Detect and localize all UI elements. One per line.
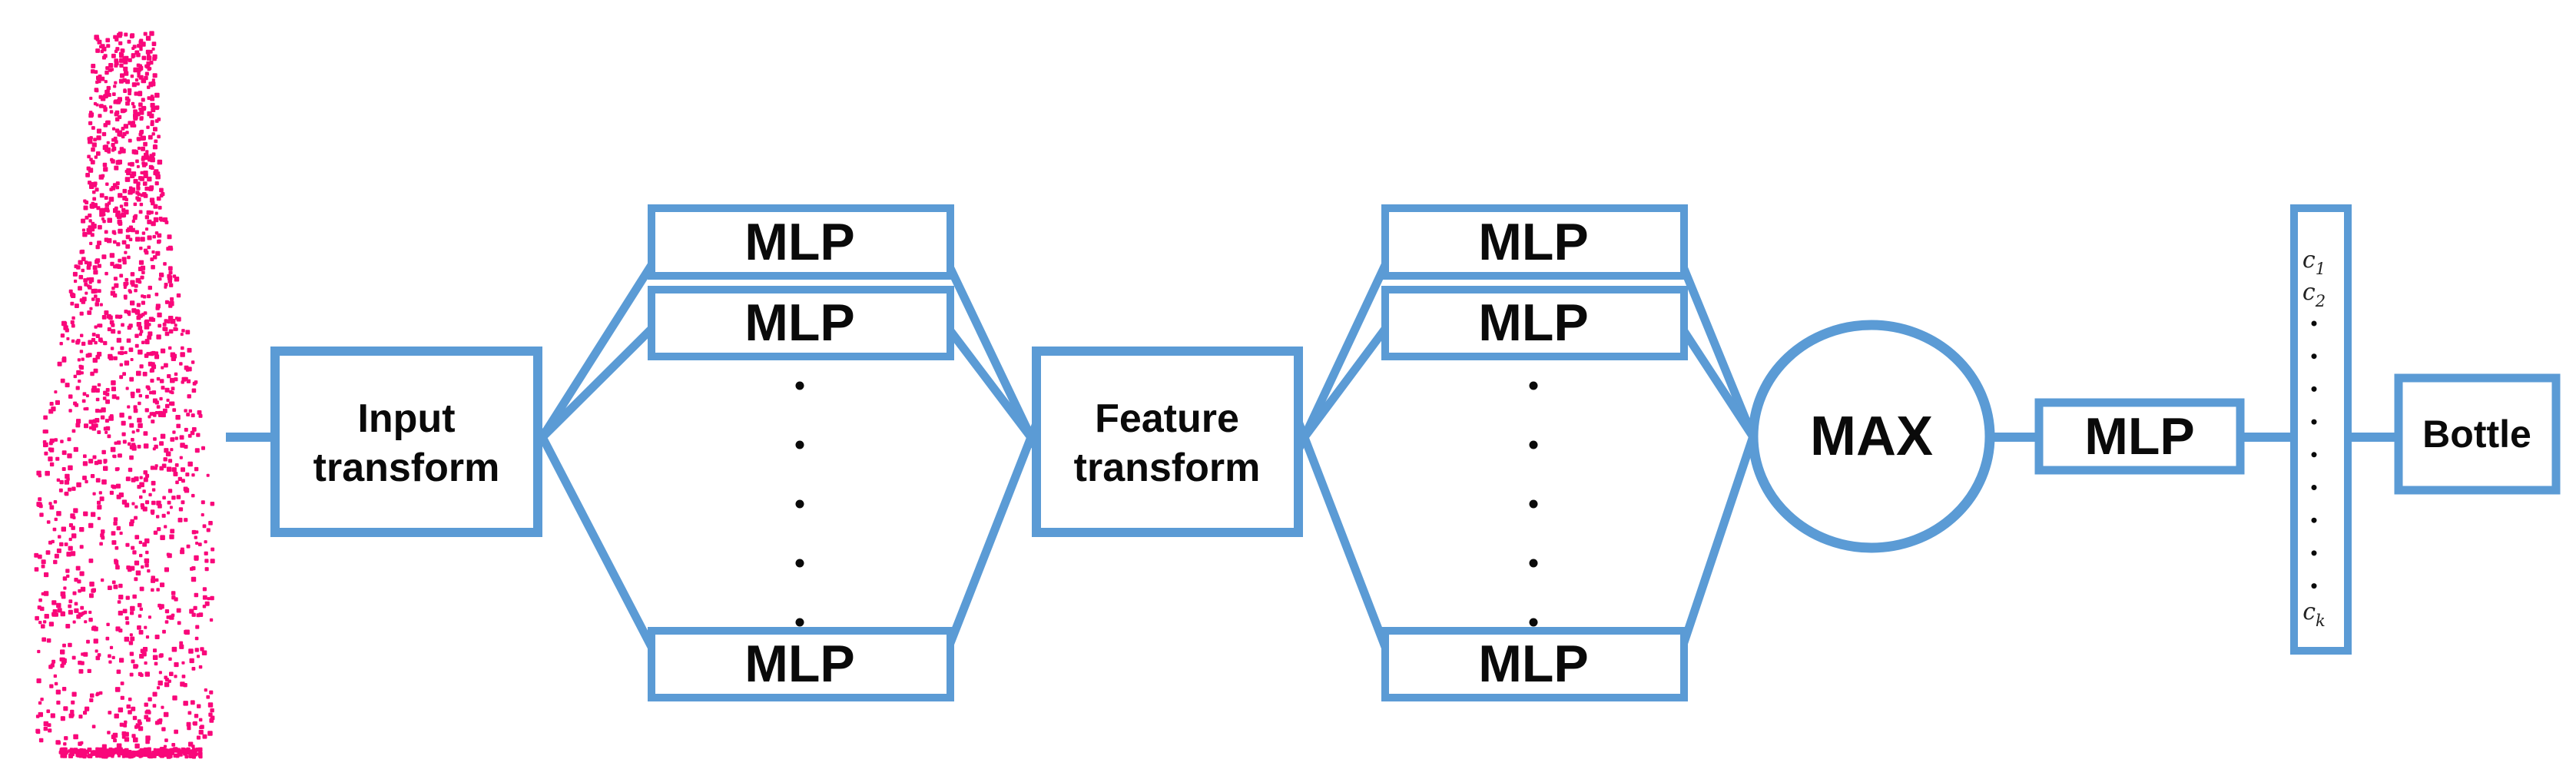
mlp-box: MLP (1381, 286, 1688, 360)
fan-edge (944, 413, 1044, 649)
score-ck-label: ck (2302, 599, 2326, 630)
ellipsis-dot (1529, 499, 1538, 509)
mlp-label: MLP (744, 213, 855, 271)
mlp-label: MLP (1478, 635, 1589, 693)
max-pool-node: MAX (1748, 320, 1995, 553)
mlp-label: MLP (2084, 407, 2195, 466)
mlp-label: MLP (1478, 293, 1589, 352)
ellipsis-dot (2311, 550, 2317, 556)
max-label: MAX (1810, 406, 1933, 467)
feature-transform-node: Feature transform (1032, 347, 1303, 537)
bottle-result-node: Bottle (2394, 373, 2561, 495)
score-c1-label: c1 (2302, 247, 2326, 278)
mlp-box-final: MLP (2034, 398, 2245, 475)
ellipsis-dot (795, 440, 804, 449)
mlp-box: MLP (1381, 204, 1688, 280)
mlp-box: MLP (648, 286, 954, 360)
ellipsis-dot (2311, 419, 2317, 425)
ellipsis-dots-column-2 (1529, 381, 1538, 627)
ellipsis-dot (2311, 386, 2317, 392)
ellipsis-dots-column-1 (795, 381, 804, 627)
ellipsis-dot (2311, 452, 2317, 458)
fan-edge (1291, 414, 1390, 648)
mlp-label: MLP (744, 293, 855, 352)
ellipsis-dot (2311, 485, 2317, 490)
mlp-label: MLP (1478, 213, 1589, 271)
fan-edge (523, 326, 655, 456)
ellipsis-dot (1529, 381, 1538, 390)
ellipsis-dot (795, 381, 804, 390)
ellipsis-dot (795, 559, 804, 568)
connector-lines (226, 263, 2402, 649)
mlp-column-2: MLP MLP MLP (1381, 204, 1688, 701)
mlp-column-1: MLP MLP MLP (648, 204, 954, 701)
ellipsis-dot (2311, 583, 2317, 589)
feature-transform-label-line1: Feature (1095, 396, 1239, 441)
mlp-box: MLP (648, 627, 954, 701)
score-vector: c1 c2 ck (2290, 204, 2352, 655)
ellipsis-dots-vector (2311, 320, 2317, 589)
feature-transform-label-line2: transform (1074, 446, 1261, 490)
mlp-label: MLP (744, 635, 855, 693)
mlp-box: MLP (648, 204, 954, 280)
input-transform-node: Input transform (270, 347, 542, 537)
ellipsis-dot (1529, 559, 1538, 568)
ellipsis-dot (2311, 320, 2317, 327)
bottle-label: Bottle (2422, 413, 2531, 456)
ellipsis-dot (795, 618, 804, 627)
ellipsis-dot (1529, 618, 1538, 627)
mlp-box: MLP (1381, 627, 1688, 701)
ellipsis-dot (795, 499, 804, 509)
input-transform-label-line1: Input (357, 396, 455, 441)
fan-edge (528, 414, 655, 649)
ellipsis-dot (1529, 440, 1538, 449)
score-c2-label: c2 (2302, 279, 2326, 310)
bottle-point-cloud (34, 31, 215, 759)
input-transform-label-line2: transform (313, 446, 500, 490)
ellipsis-dot (2311, 353, 2317, 360)
ellipsis-dot (2311, 517, 2317, 523)
